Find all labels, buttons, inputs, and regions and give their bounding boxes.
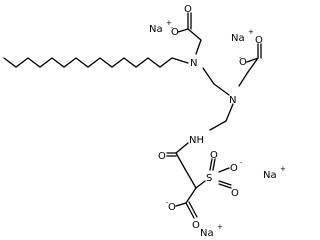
bond-ch2-ch-succ [184, 168, 197, 189]
bond-c-ominus-bottom [175, 202, 187, 207]
sodium-ion-right: Na [263, 170, 277, 181]
oxygen-middle-anion: O [239, 57, 247, 68]
dodecyl-chain [3, 57, 189, 68]
sodium-ion-top-right: Na [231, 33, 245, 44]
bond-s-o-up [209, 158, 213, 171]
bond-n-ch2-mid [238, 71, 249, 87]
bond-s-o-up-double [212, 158, 216, 171]
bond-ch-s [195, 180, 206, 189]
charge-plus-1: + [166, 19, 172, 27]
bond-ch2-c-ch2-d [209, 120, 227, 131]
sodium-ion-top-left: Na [149, 24, 163, 35]
bond-c-o-bottom-double [188, 201, 198, 218]
oxygen-middle-carbonyl: O [255, 35, 263, 46]
bond-ch2-c-top [187, 28, 202, 41]
bond-s-o-down-double [218, 183, 232, 189]
oxygen-sulfonate-bottom: O [231, 188, 239, 199]
nitrogen-middle: N [229, 95, 236, 106]
atom-labels: Na + Na + Na + Na + O O - N N O O - NH O… [149, 4, 286, 237]
oxygen-sulfonate-anion: O [230, 163, 238, 174]
oxygen-bottom-carbonyl: O [192, 220, 200, 231]
charge-plus-2: + [248, 28, 254, 36]
bond-c-ch2-succ [175, 152, 186, 170]
amide-nh: NH [189, 135, 204, 146]
bond-nh-c [175, 142, 189, 154]
bond-c-ominus-top [177, 28, 189, 33]
bond-c-o-bottom [185, 202, 195, 219]
oxygen-top-carbonyl: O [184, 4, 192, 15]
bond-ch2-c-mid [247, 57, 259, 73]
bond-n-ch2-top [195, 39, 202, 55]
charge-minus-middle: - [239, 54, 242, 62]
sulfur-atom: S [206, 173, 212, 184]
bond-n-ch2-a [202, 67, 215, 85]
bond-ch2-a-ch2-b [213, 83, 230, 96]
oxygen-top-anion: O [171, 27, 179, 38]
oxygen-amide: O [158, 151, 166, 162]
sodium-ion-bottom: Na [200, 228, 214, 237]
bond-ch-c-bottom [185, 187, 197, 204]
charge-plus-4: + [217, 223, 223, 231]
bond-n-ch2-c [225, 103, 234, 122]
structure-diagram: Na + Na + Na + Na + O O - N N O O - NH O… [3, 4, 286, 237]
charge-minus-bottom: - [166, 199, 169, 207]
charge-minus-top: - [171, 24, 174, 32]
bond-s-ominus [218, 167, 230, 173]
bond-s-o-down [218, 180, 232, 186]
bond-lines [3, 12, 262, 219]
charge-plus-3: + [280, 165, 286, 173]
oxygen-sulfonate-top: O [210, 150, 218, 161]
bond-c-ominus-mid [246, 57, 259, 63]
oxygen-bottom-anion: O [168, 202, 176, 213]
nitrogen-upper: N [190, 58, 197, 69]
charge-minus-sulfonate: - [240, 159, 243, 167]
